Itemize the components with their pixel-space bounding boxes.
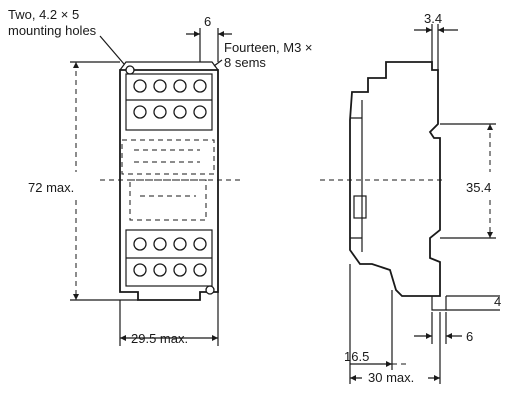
- mounting-hole-top: [125, 65, 135, 75]
- mounting-hole-bottom: [205, 285, 215, 295]
- side-dim-4-line: [446, 295, 500, 311]
- mounting-holes-label-line2: mounting holes: [8, 23, 97, 38]
- side-dim-3-4-label: 3.4: [424, 11, 442, 26]
- side-dim-4-label: 4: [494, 294, 501, 309]
- side-dim-16-5-label: 16.5: [344, 349, 369, 364]
- lower-terminal-block: [125, 229, 213, 287]
- front-top-rail: [119, 61, 219, 71]
- front-dim-6-label: 6: [204, 14, 211, 29]
- side-dim-35-4-label: 35.4: [466, 180, 491, 195]
- side-dim-3-4-line: [414, 24, 458, 70]
- mounting-hole-leader: [99, 35, 125, 65]
- mounting-holes-label-line1: Two, 4.2 × 5: [8, 7, 79, 22]
- front-view: [70, 28, 240, 346]
- upper-terminal-block: [125, 73, 213, 131]
- terminals-label-line2: 8 sems: [224, 55, 266, 70]
- side-dim-6-line: [414, 312, 462, 344]
- side-dim-16-5-line: [349, 264, 393, 384]
- front-height-label: 72 max.: [28, 180, 74, 195]
- front-socket-outline: [119, 69, 219, 301]
- side-rail-groove: [350, 100, 363, 252]
- side-terminal-detail: [353, 195, 367, 219]
- side-profile: [349, 61, 441, 297]
- terminals-leader: [213, 59, 223, 67]
- side-dim-30-label: 30 max.: [368, 370, 414, 385]
- side-dim-6-label: 6: [466, 329, 473, 344]
- front-width-dim: [119, 292, 219, 346]
- side-bottom-foot: [431, 296, 447, 311]
- terminals-label-line1: Fourteen, M3 ×: [224, 40, 313, 55]
- side-dim-35-4-line: [440, 123, 496, 239]
- front-dim-6-line: [186, 28, 232, 62]
- front-width-label: 29.5 max.: [131, 331, 188, 346]
- side-view: [320, 24, 500, 384]
